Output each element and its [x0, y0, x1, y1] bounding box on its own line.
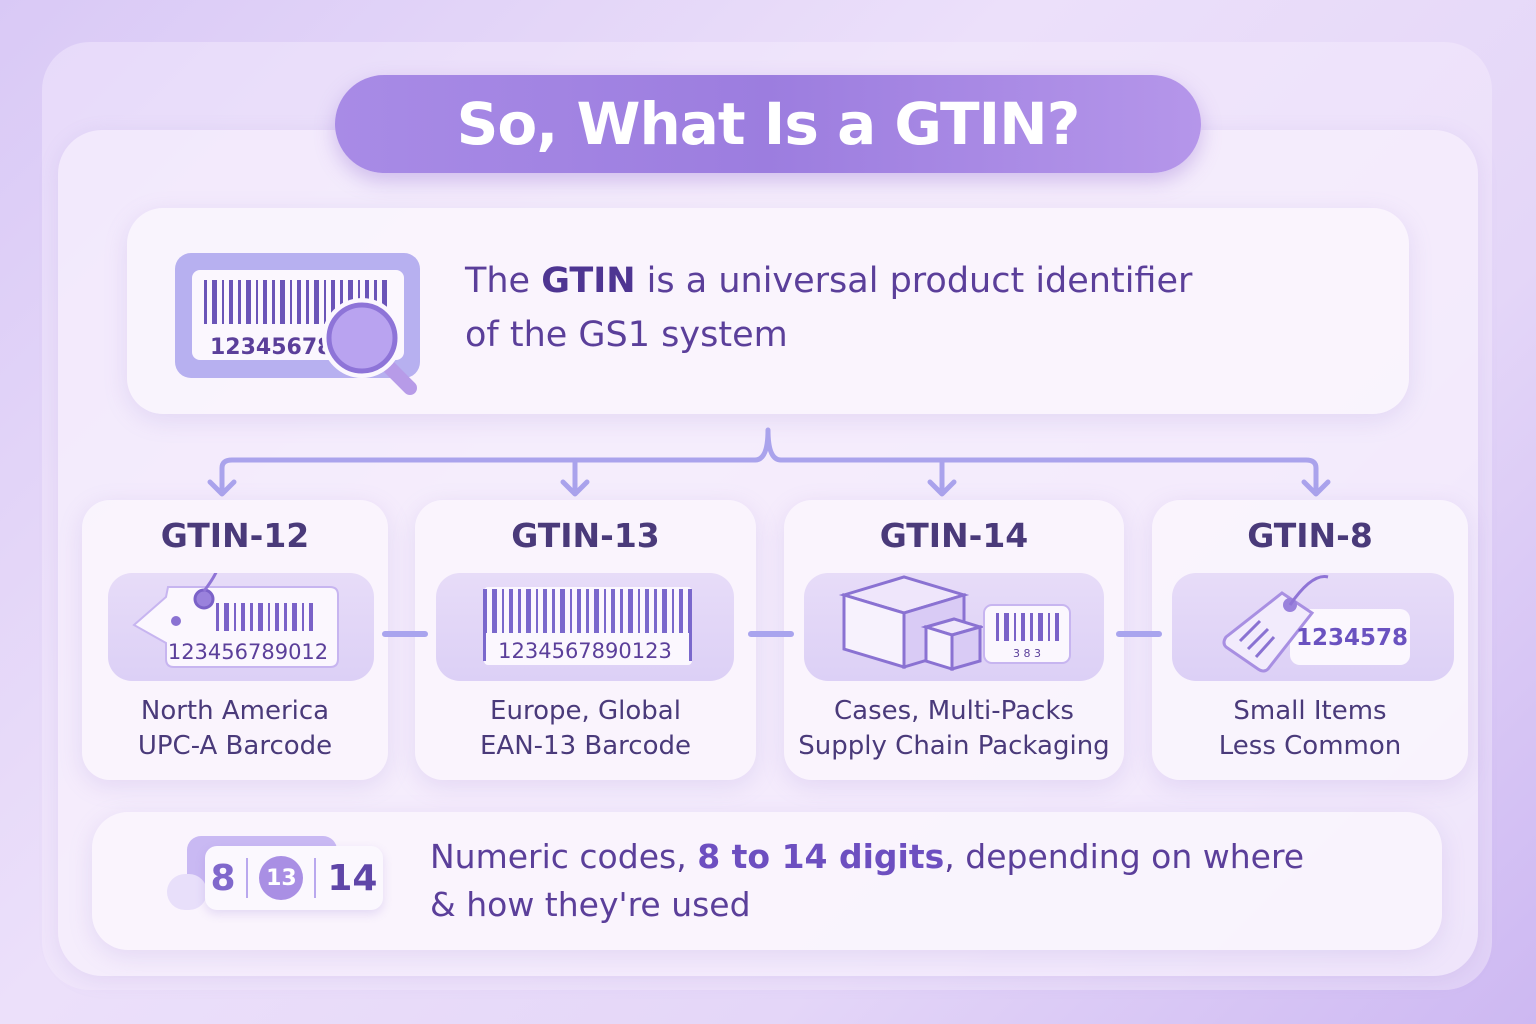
badge-digit-13: 13: [259, 856, 304, 900]
shipping-boxes-image: 3 8 3: [804, 573, 1104, 681]
badge-digit-8: 8: [210, 857, 236, 899]
connector-arrow: [1116, 631, 1162, 637]
price-tag-image: 123456789012: [108, 560, 374, 681]
gtin-8-title: GTIN-8: [1247, 516, 1373, 555]
gtin-13-title: GTIN-13: [511, 516, 660, 555]
intro-text: The GTIN is a universal product identifi…: [465, 254, 1192, 362]
connector-arrow: [382, 631, 428, 637]
intro-text-bold: GTIN: [541, 261, 636, 301]
summary-text-pre: Numeric codes,: [430, 837, 698, 876]
small-tag-icon: 1234578: [1222, 575, 1410, 673]
svg-text:1234567890123: 1234567890123: [498, 639, 672, 663]
badge-digit-14: 14: [327, 857, 378, 899]
price-tag-icon: 123456789012: [132, 560, 339, 668]
gtin-12-title: GTIN-12: [160, 516, 310, 555]
connector-arrow: [748, 631, 794, 637]
intro-text-pre: The: [465, 261, 542, 301]
branch-connector: [207, 427, 1331, 497]
summary-text: Numeric codes, 8 to 14 digits, depending…: [430, 833, 1304, 929]
digit-length-badge: 8 13 14: [165, 836, 385, 914]
barcode-icon: 1234567890123: [483, 587, 692, 665]
gtin-14-title: GTIN-14: [879, 516, 1029, 555]
summary-text-post: , depending on where: [944, 837, 1305, 876]
barcode-magnifier-icon: 12345678: [175, 253, 420, 395]
svg-text:1234578: 1234578: [1296, 625, 1408, 651]
ean-barcode-image: 1234567890123: [436, 573, 734, 681]
svg-text:123456789012: 123456789012: [168, 640, 328, 664]
svg-text:12345678: 12345678: [210, 335, 332, 360]
summary-text-bold: 8 to 14 digits: [697, 837, 945, 876]
svg-text:3 8 3: 3 8 3: [1013, 647, 1041, 660]
page-title: So, What Is a GTIN?: [335, 75, 1201, 173]
intro-text-line2: of the GS1 system: [465, 315, 788, 355]
summary-text-line2: & how they're used: [430, 885, 751, 924]
small-tag-image: 1234578: [1172, 573, 1454, 681]
intro-text-post: is a universal product identifier: [635, 261, 1193, 301]
boxes-icon: 3 8 3: [838, 575, 1071, 672]
